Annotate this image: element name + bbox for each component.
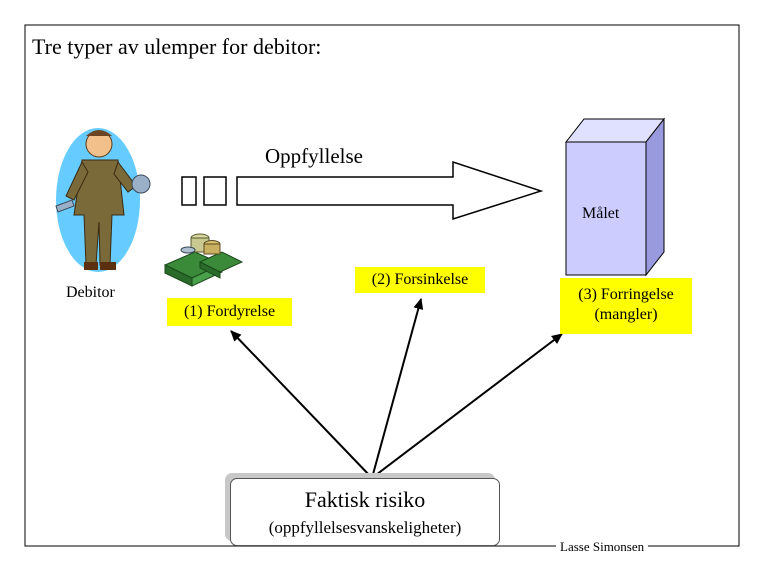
disadvantage-forsinkelse: (2) Forsinkelse: [355, 267, 485, 293]
goal-box: [564, 117, 666, 277]
risk-box: Faktisk risiko (oppfyllelsesvanskelighet…: [230, 478, 500, 546]
slide-border: [24, 24, 740, 547]
risk-subtitle: (oppfyllelsesvanskeligheter): [268, 518, 462, 537]
risk-title: Faktisk risiko: [304, 487, 426, 512]
fulfillment-arrow: [236, 160, 544, 221]
arrow-label: Oppfyllelse: [265, 144, 363, 168]
forringelse-line2: (mangler): [594, 306, 658, 323]
arrow-to-forringelse: [371, 333, 563, 479]
forringelse-line1: (3) Forringelse: [578, 286, 674, 303]
arrow-to-forsinkelse: [371, 298, 424, 479]
arrow-to-fordyrelse: [230, 330, 373, 479]
disadvantage-forringelse: (3) Forringelse (mangler): [560, 278, 692, 334]
debtor-label: Debitor: [66, 284, 115, 301]
striped-arrow-tail: [181, 176, 227, 206]
goal-label: Målet: [582, 205, 620, 222]
money-stack-icon: [163, 233, 244, 287]
slide-title: Tre typer av ulemper for debitor:: [32, 34, 322, 59]
disadvantage-fordyrelse: (1) Fordyrelse: [167, 298, 292, 326]
worker-with-tools-icon: [55, 128, 151, 272]
author-credit: Lasse Simonsen: [556, 540, 649, 553]
